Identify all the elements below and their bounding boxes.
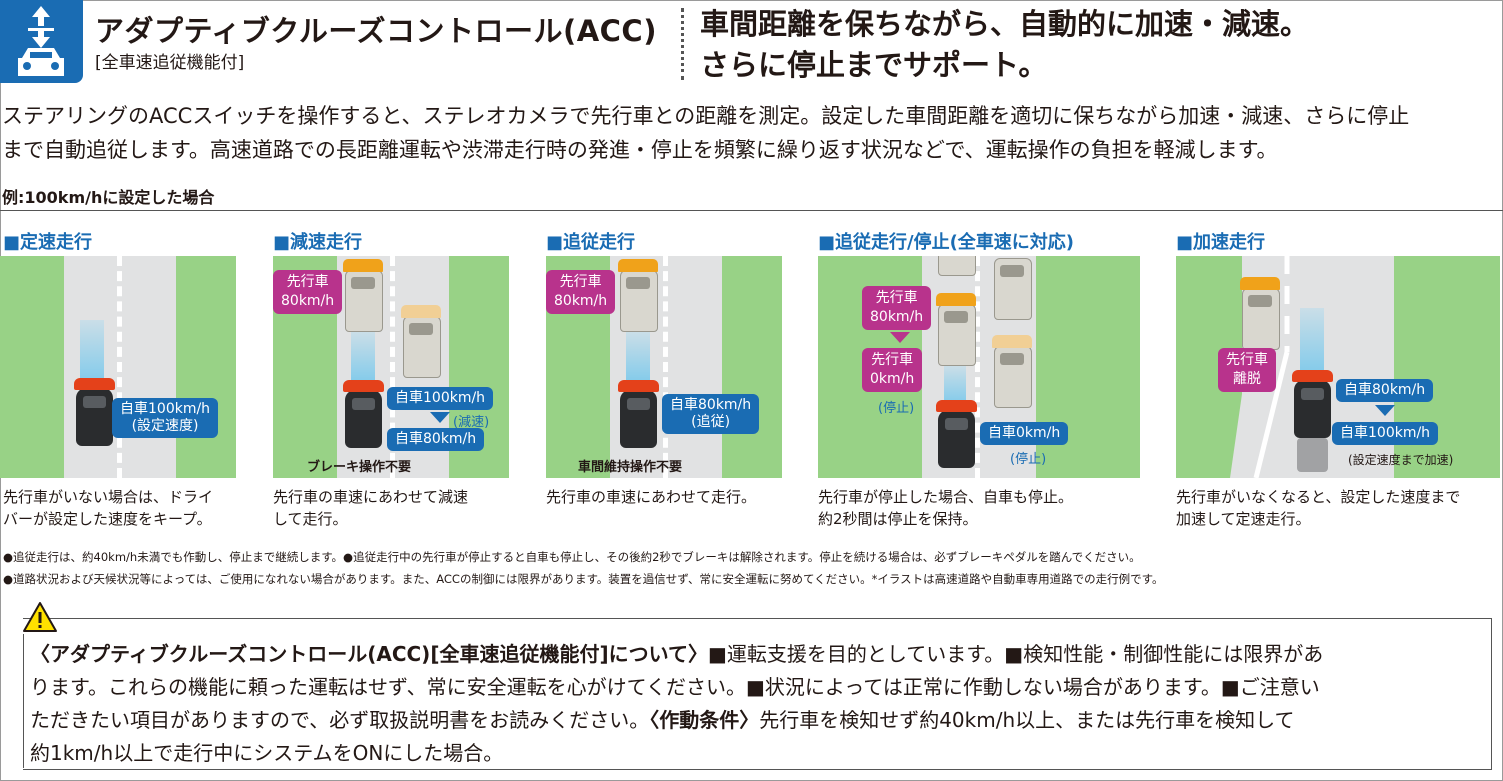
caution-box	[23, 618, 1492, 770]
intro-line-1: ステアリングのACCスイッチを操作すると、ステレオカメラで先行車との距離を測定。…	[2, 104, 1410, 128]
lane-marking	[117, 256, 122, 478]
panel-caption-acceleration: 先行車がいなくなると、設定した速度まで 加速して定速走行。	[1176, 488, 1461, 528]
own-speed-before-tag: 自車100km/h	[387, 387, 494, 410]
intro-paragraph: ステアリングのACCスイッチを操作すると、ステレオカメラで先行車との距離を測定。…	[2, 99, 1502, 167]
footnote-2: ●道路状況および天候状況等によっては、ご使用になれない場合があります。また、AC…	[3, 572, 1164, 586]
lane-marking	[663, 256, 668, 478]
intro-line-2: まで自動追従します。高速道路での長距離運転や渋滞走行時の発進・停止を頻繁に繰り返…	[2, 138, 1278, 162]
lead-car-icon	[936, 293, 976, 366]
panel-caption-deceleration: 先行車の車速にあわせて減速 して走行。	[273, 488, 469, 528]
leaving-car-icon	[1240, 277, 1280, 350]
own-status-note: (停止)	[1010, 452, 1047, 467]
caution-line-2: ります。これらの機能に頼った運転はせず、常に安全運転を心がけてください。■状況に…	[30, 675, 1320, 699]
lead-car-icon	[618, 259, 658, 332]
panel-note: ブレーキ操作不要	[307, 460, 412, 475]
lead-car-icon	[343, 259, 383, 332]
change-arrow-icon	[890, 332, 910, 343]
panel-caption-following: 先行車の車速にあわせて走行。	[546, 488, 757, 506]
lead-status-note: (停止)	[878, 401, 915, 416]
panel-heading-acceleration: ■加速走行	[1176, 232, 1266, 253]
after-note: (設定速度まで加速)	[1348, 453, 1454, 467]
own-car-icon	[618, 380, 659, 448]
lead-car-status-tag: 先行車 離脱	[1218, 348, 1276, 392]
panel-follow-stop: 先行車 80km/h 先行車 0km/h (停止) 自車0km/h (停止)	[818, 256, 1140, 478]
other-car-icon	[992, 335, 1032, 408]
panel-following: 先行車 80km/h 自車80km/h (追従) 車間維持操作不要	[546, 256, 782, 478]
footnote-1: ●追従走行は、約40km/h未満でも作動し、停止まで継続します。●追従走行中の先…	[3, 550, 1141, 564]
page-subtitle: [全車速追従機能付]	[95, 53, 245, 73]
roadside-grass	[176, 256, 236, 478]
roadside-grass	[0, 256, 64, 478]
sensor-beam	[351, 332, 375, 386]
operating-conditions-label: 〈作動条件〉	[649, 708, 760, 732]
warning-triangle-icon	[22, 601, 58, 637]
lane-marking	[975, 256, 980, 478]
tagline-line-2: さらに停止までサポート。	[700, 48, 1048, 82]
tagline-line-1: 車間距離を保ちながら、自動的に加速・減速。	[700, 7, 1310, 41]
caution-box-left-edge	[23, 634, 24, 768]
sensor-beam	[1300, 308, 1324, 378]
sensor-beam	[626, 332, 650, 386]
header-divider	[681, 8, 684, 80]
own-car-icon	[936, 400, 977, 468]
lane-marking	[390, 256, 395, 478]
panel-heading-following: ■追従走行	[546, 232, 636, 253]
other-car-icon	[938, 256, 976, 276]
sensor-beam	[80, 320, 104, 386]
own-speed-after-tag: 自車80km/h	[387, 428, 485, 451]
own-speed-before-tag: 自車80km/h	[1336, 379, 1434, 402]
acc-car-distance-icon	[0, 0, 83, 83]
panel-deceleration: 先行車 80km/h 自車100km/h (減速) 自車80km/h ブレーキ操…	[273, 256, 509, 478]
caution-line-3: ただきたい項目がありますので、必ず取扱説明書をお読みください。〈作動条件〉先行車…	[30, 708, 1295, 732]
own-speed-tag: 自車0km/h	[980, 422, 1069, 445]
example-label: 例:100km/hに設定した場合	[2, 188, 215, 207]
own-car-icon	[74, 378, 115, 446]
lead-car-speed-before-tag: 先行車 80km/h	[862, 286, 932, 330]
panel-caption-follow-stop: 先行車が停止した場合、自車も停止。 約2秒間は停止を保持。	[818, 488, 1074, 528]
own-speed-tag: 自車80km/h (追従)	[662, 394, 760, 434]
caution-line-4: 約1km/h以上で走行中にシステムをONにした場合。	[30, 741, 504, 765]
other-car-icon	[994, 258, 1032, 320]
lead-car-speed-after-tag: 先行車 0km/h	[862, 348, 923, 392]
panel-heading-constant-speed: ■定速走行	[3, 232, 93, 253]
panel-caption-constant-speed: 先行車がいない場合は、ドライ バーが設定した速度をキープ。	[3, 488, 214, 528]
lead-car-speed-tag: 先行車 80km/h	[546, 270, 616, 314]
panel-heading-deceleration: ■減速走行	[273, 232, 363, 253]
panel-heading-follow-stop: ■追従走行/停止(全車速に対応)	[818, 232, 1075, 253]
caution-text: 〈アダプティブクルーズコントロール(ACC)[全車速追従機能付]について〉■運転…	[30, 638, 1490, 770]
own-car-icon	[343, 380, 384, 448]
tagline: 車間距離を保ちながら、自動的に加速・減速。 さらに停止までサポート。	[700, 4, 1309, 86]
lead-car-speed-tag: 先行車 80km/h	[273, 270, 343, 314]
own-car-icon	[1292, 370, 1333, 438]
change-note: (減速)	[453, 415, 490, 430]
panel-constant-speed: 自車100km/h (設定速度)	[0, 256, 236, 478]
caution-line-1: 〈アダプティブクルーズコントロール(ACC)[全車速追従機能付]について〉■運転…	[30, 642, 1324, 666]
panel-note: 車間維持操作不要	[578, 460, 683, 475]
caution-lead: 〈アダプティブクルーズコントロール(ACC)[全車速追従機能付]について〉	[30, 642, 708, 666]
roadside-grass	[722, 256, 782, 478]
change-arrow-icon	[1375, 405, 1395, 416]
section-divider	[0, 210, 1503, 211]
sensor-beam	[944, 366, 966, 406]
change-arrow-icon	[430, 412, 450, 423]
other-car-icon	[401, 305, 441, 378]
own-speed-after-tag: 自車100km/h	[1332, 422, 1439, 445]
own-speed-tag: 自車100km/h (設定速度)	[112, 398, 219, 438]
own-car-trail	[1297, 438, 1328, 472]
panel-acceleration: 先行車 離脱 自車80km/h 自車100km/h (設定速度まで加速)	[1176, 256, 1500, 478]
page-title: アダプティブクルーズコントロール(ACC)	[95, 14, 657, 48]
